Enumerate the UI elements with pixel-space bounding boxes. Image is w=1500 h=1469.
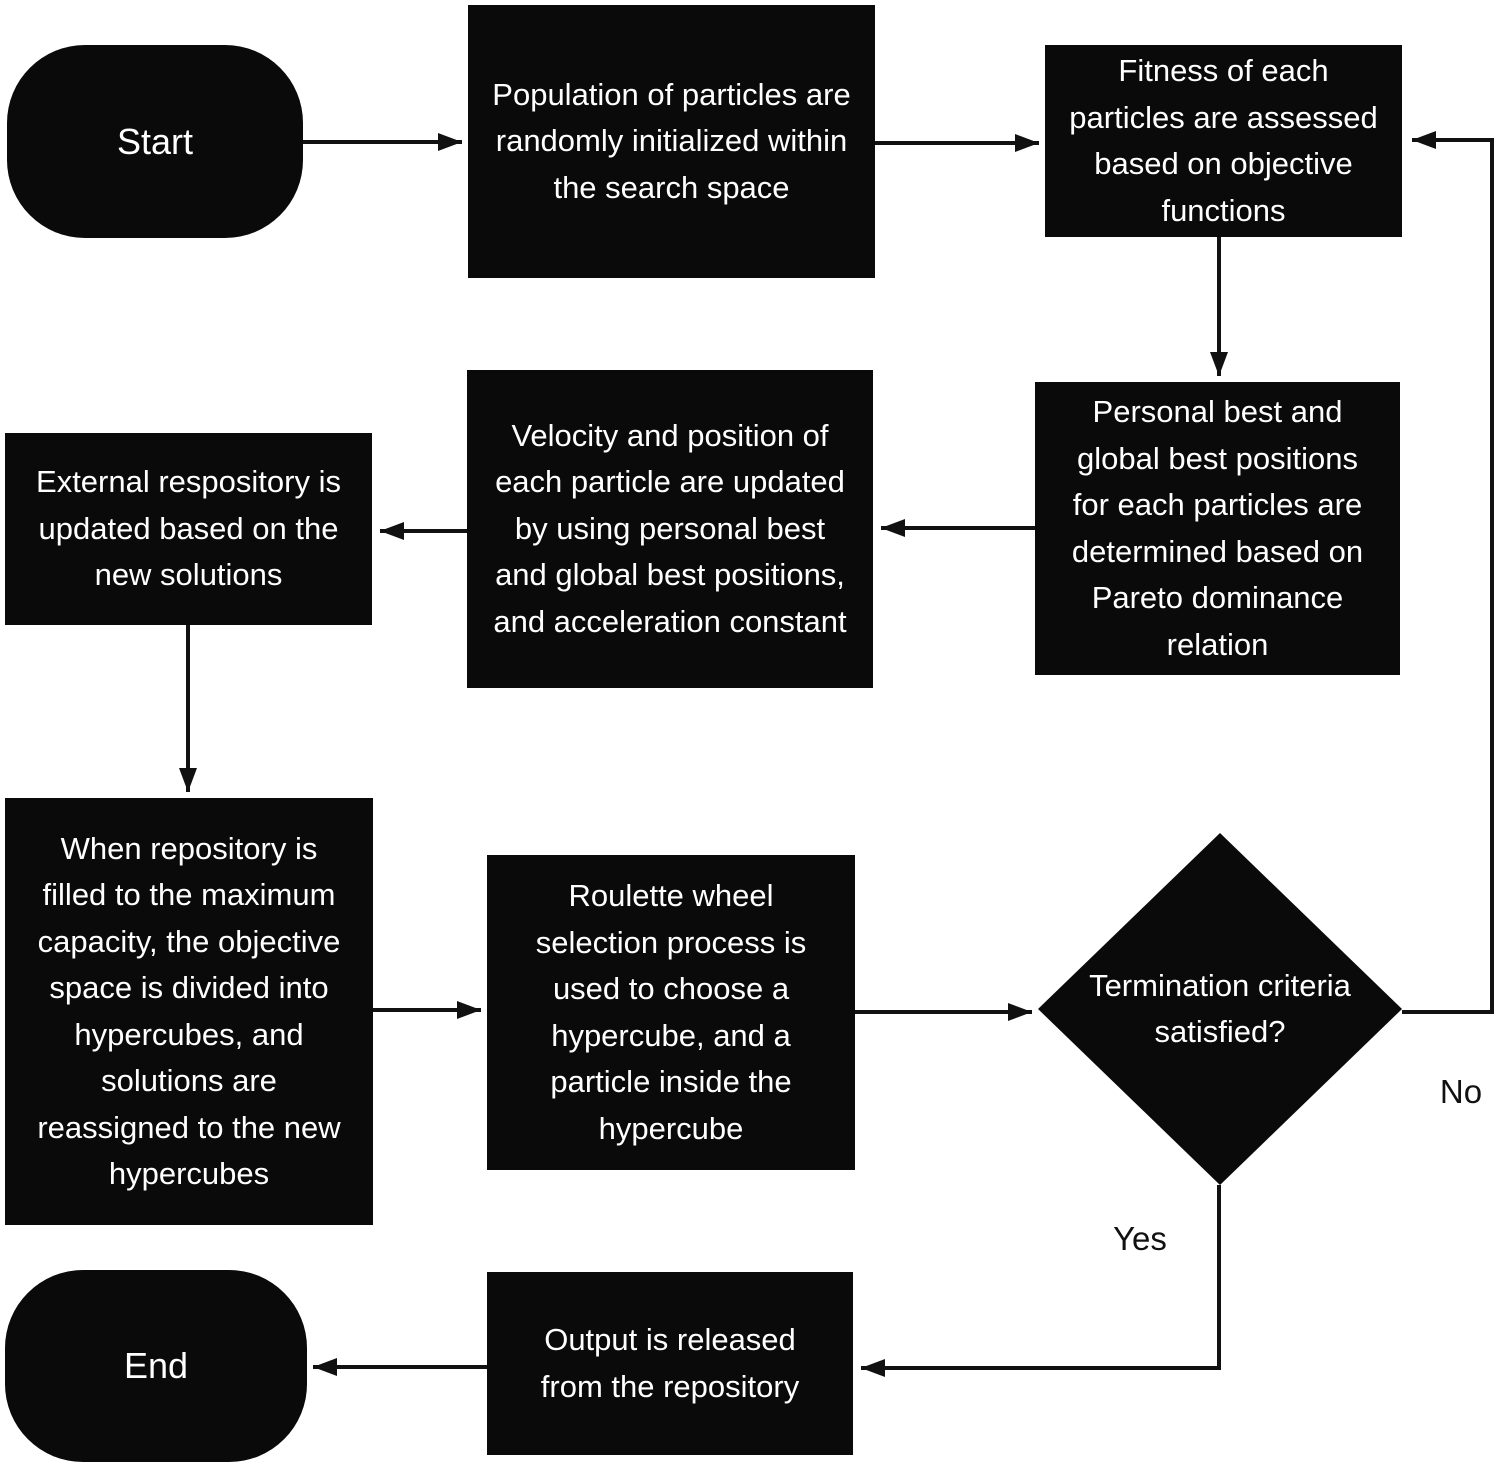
node-roulette-selection-label: Roulette wheel selection process is used…: [535, 878, 807, 1146]
edge-termination-yes-to-output: [861, 1185, 1221, 1377]
node-external-repository-label: External respository is updated based on…: [36, 464, 341, 593]
node-termination-decision-label: Termination criteria satisfied?: [1089, 967, 1351, 1050]
node-output-release-label: Output is released from the repository: [540, 1322, 800, 1404]
node-init-population: Population of particles are randomly ini…: [468, 5, 875, 278]
edge-label-yes: Yes: [1113, 1220, 1167, 1257]
node-start-label: Start: [116, 120, 194, 162]
node-hypercube-division: When repository is filled to the maximum…: [5, 798, 373, 1225]
edge-label-no: No: [1439, 1073, 1483, 1110]
node-hypercube-division-label: When repository is filled to the maximum…: [37, 830, 341, 1192]
node-velocity-update: Velocity and position of each particle a…: [467, 370, 873, 688]
node-output-release: Output is released from the repository: [487, 1272, 853, 1455]
node-best-positions-label: Personal best and global best positions …: [1071, 394, 1364, 662]
node-init-population-label: Population of particles are randomly ini…: [492, 76, 851, 205]
node-velocity-update-label: Velocity and position of each particle a…: [493, 417, 847, 639]
node-termination-decision: Termination criteria satisfied?: [1038, 833, 1402, 1185]
node-end: End: [5, 1270, 307, 1462]
node-end-label: End: [123, 1345, 189, 1386]
node-fitness-assessment: Fitness of each particles are assessed b…: [1045, 45, 1402, 237]
node-start: Start: [7, 45, 303, 238]
node-external-repository: External respository is updated based on…: [5, 433, 372, 625]
node-best-positions: Personal best and global best positions …: [1035, 382, 1400, 675]
node-roulette-selection: Roulette wheel selection process is used…: [487, 855, 855, 1170]
node-fitness-assessment-label: Fitness of each particles are assessed b…: [1069, 53, 1378, 228]
edge-termination-no-loop: [1402, 131, 1494, 1014]
